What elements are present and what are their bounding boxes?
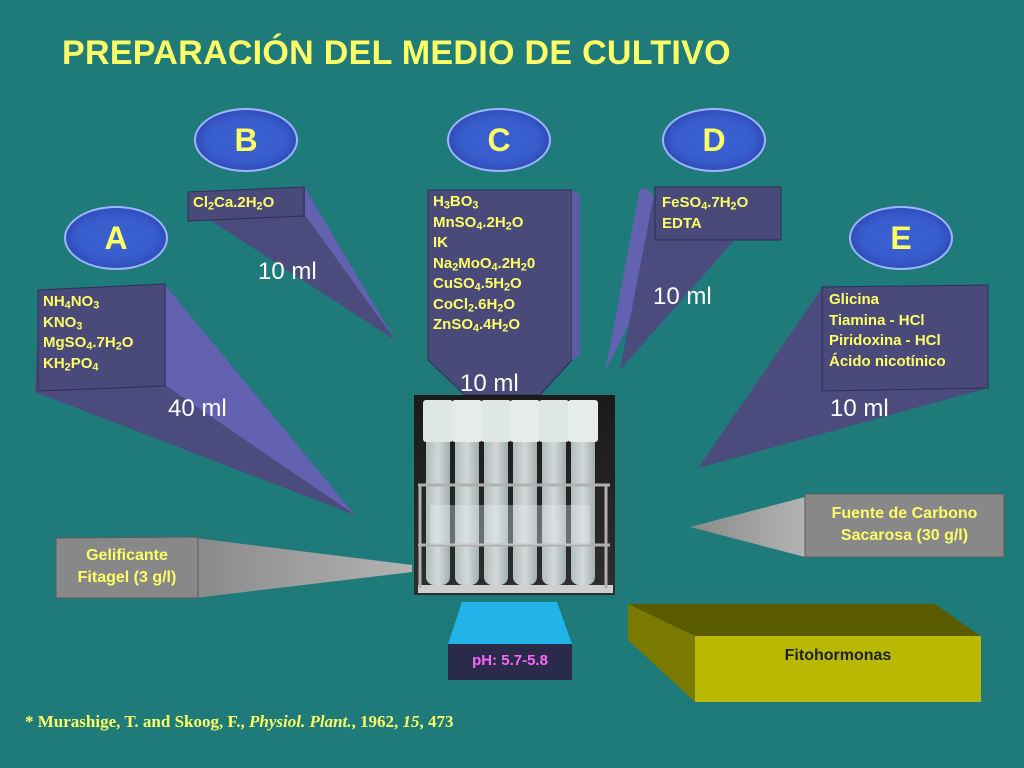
component-item: MnSO4.2H2O — [433, 213, 524, 233]
prism-a — [35, 283, 355, 515]
gelling-line1: Gelificante — [86, 547, 168, 564]
gelling-label: Gelificante Fitagel (3 g/l) — [56, 545, 198, 589]
gelling-cone — [195, 538, 412, 598]
ph-block — [448, 602, 572, 680]
tube-row — [423, 400, 598, 585]
hormones-label: Fitohormonas — [784, 647, 892, 664]
volume-d: 10 ml — [653, 283, 712, 310]
tube-rack — [418, 483, 610, 588]
volume-e: 10 ml — [830, 395, 889, 422]
component-item: Ácido nicotínico — [829, 352, 946, 370]
prism-c — [427, 189, 580, 396]
component-item: MgSO4.7H2O — [43, 334, 134, 353]
component-item: H3BO3 — [433, 193, 479, 212]
component-item: KNO3 — [43, 313, 83, 333]
component-item: CoCl2.6H2O — [433, 295, 516, 315]
prism-d — [605, 186, 782, 372]
component-item: KH2PO4 — [43, 354, 99, 374]
component-item: IK — [433, 234, 448, 251]
component-item: Glicina — [829, 291, 880, 308]
prism-b — [187, 186, 395, 340]
component-item: Tiamina - HCl — [829, 311, 925, 329]
carbon-line1: Fuente de Carbono — [831, 505, 978, 522]
component-item: Piridoxina - HCl — [829, 332, 941, 349]
oval-b: B — [194, 108, 298, 172]
test-tubes-photo — [414, 395, 615, 595]
component-item: ZnSO4.4H2O — [433, 316, 521, 335]
component-item: Cl2Ca.2H2O — [193, 194, 275, 213]
ph-label: pH: 5.7-5.8 — [472, 652, 548, 669]
components-b: Cl2Ca.2H2O — [193, 193, 274, 214]
oval-d: D — [662, 108, 766, 172]
gelling-line2: Fitagel (3 g/l) — [77, 569, 177, 586]
component-item: CuSO4.5H2O — [433, 275, 522, 294]
page-title: PREPARACIÓN DEL MEDIO DE CULTIVO — [62, 34, 731, 72]
oval-c: C — [447, 108, 551, 172]
carbon-cone — [690, 497, 805, 557]
oval-e: E — [849, 206, 953, 270]
volume-b: 10 ml — [258, 258, 317, 285]
carbon-label: Fuente de Carbono Sacarosa (30 g/l) — [805, 503, 1004, 547]
hormones-block — [628, 604, 981, 702]
carbon-line2: Sacarosa (30 g/l) — [840, 527, 969, 544]
component-item: Na2MoO4.2H20 — [433, 254, 536, 274]
volume-c: 10 ml — [460, 370, 519, 397]
oval-a: A — [64, 206, 168, 270]
component-item: FeSO4.7H2O — [662, 194, 749, 213]
component-item: NH4NO3 — [43, 293, 100, 312]
prism-e — [698, 284, 989, 468]
component-item: EDTA — [662, 214, 702, 232]
reference-citation: * Murashige, T. and Skoog, F., Physiol. … — [25, 712, 454, 731]
volume-a: 40 ml — [168, 395, 227, 422]
